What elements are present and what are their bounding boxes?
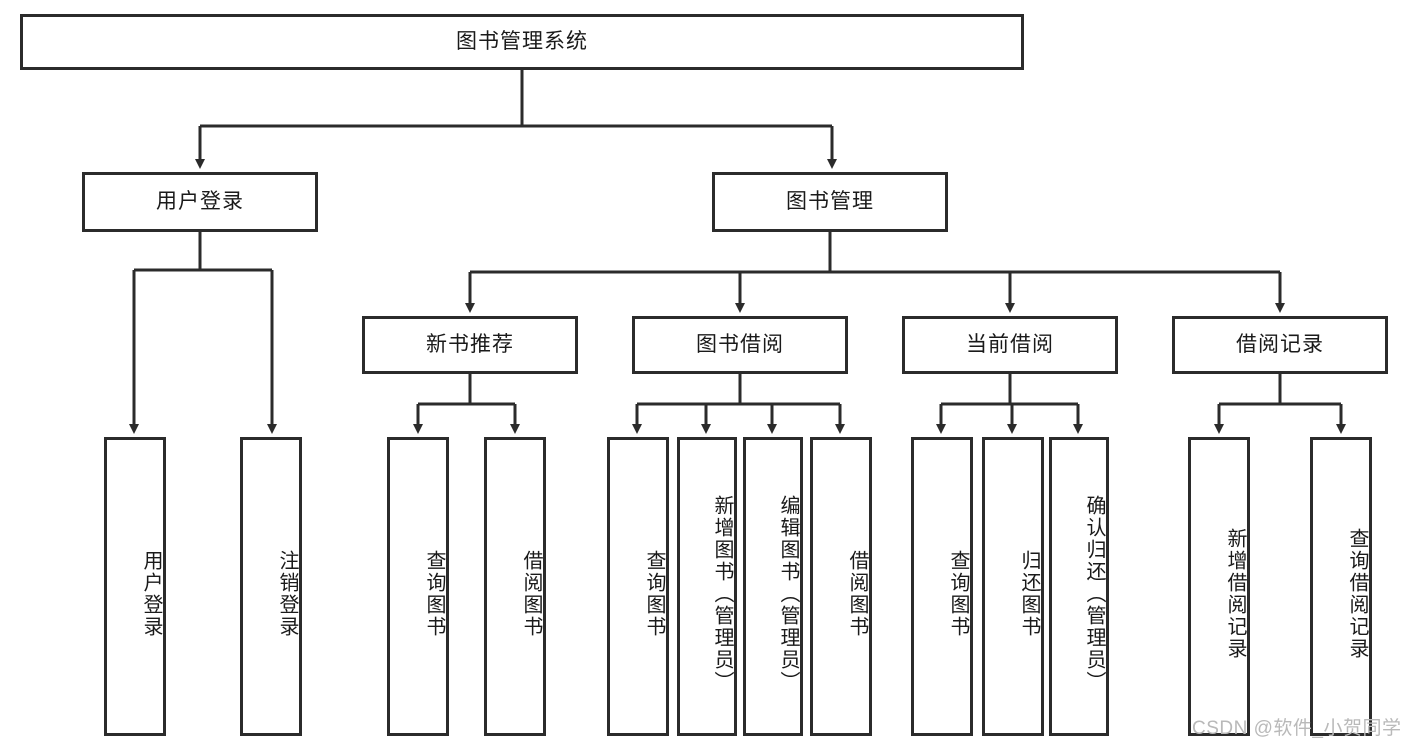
node-book-management-system[interactable]: 图书管理系统	[20, 14, 1024, 70]
node-label: 归还图书	[1018, 549, 1040, 638]
node-leaf-query-book-recommend[interactable]: 查询图书	[387, 437, 449, 736]
node-label: 图书管理	[786, 190, 874, 214]
node-label: 借阅记录	[1236, 333, 1324, 357]
node-current-borrow[interactable]: 当前借阅	[902, 316, 1118, 374]
node-book-management[interactable]: 图书管理	[712, 172, 948, 232]
node-label: 用户登录	[140, 549, 162, 638]
node-label: 借阅图书	[846, 549, 868, 638]
node-label: 用户登录	[156, 190, 244, 214]
node-leaf-query-borrow-record[interactable]: 查询借阅记录	[1310, 437, 1372, 736]
node-book-borrow[interactable]: 图书借阅	[632, 316, 848, 374]
node-label: 确认归还（管理员）	[1083, 494, 1105, 693]
node-borrow-record[interactable]: 借阅记录	[1172, 316, 1388, 374]
node-label: 借阅图书	[520, 549, 542, 638]
node-label: 新增借阅记录	[1224, 527, 1246, 660]
node-label: 查询图书	[423, 549, 445, 638]
node-label: 编辑图书（管理员）	[777, 494, 799, 693]
node-label: 新书推荐	[426, 333, 514, 357]
node-label: 图书管理系统	[456, 30, 588, 54]
node-leaf-user-login[interactable]: 用户登录	[104, 437, 166, 736]
node-leaf-borrow-book-recommend[interactable]: 借阅图书	[484, 437, 546, 736]
node-user-login[interactable]: 用户登录	[82, 172, 318, 232]
node-label: 注销登录	[276, 549, 298, 638]
node-leaf-add-borrow-record[interactable]: 新增借阅记录	[1188, 437, 1250, 736]
node-leaf-borrow-book[interactable]: 借阅图书	[810, 437, 872, 736]
node-leaf-query-book-borrow[interactable]: 查询图书	[607, 437, 669, 736]
node-new-book-recommend[interactable]: 新书推荐	[362, 316, 578, 374]
node-label: 查询图书	[947, 549, 969, 638]
node-label: 查询借阅记录	[1346, 527, 1368, 660]
node-label: 查询图书	[643, 549, 665, 638]
node-leaf-add-book-admin[interactable]: 新增图书（管理员）	[677, 437, 737, 736]
node-leaf-return-book[interactable]: 归还图书	[982, 437, 1044, 736]
node-leaf-logout-login[interactable]: 注销登录	[240, 437, 302, 736]
node-label: 图书借阅	[696, 333, 784, 357]
node-label: 当前借阅	[966, 333, 1054, 357]
node-leaf-query-book-current[interactable]: 查询图书	[911, 437, 973, 736]
node-label: 新增图书（管理员）	[711, 494, 733, 693]
node-leaf-confirm-return-admin[interactable]: 确认归还（管理员）	[1049, 437, 1109, 736]
watermark-text: CSDN @软件_小贺同学	[1192, 718, 1402, 739]
node-leaf-edit-book-admin[interactable]: 编辑图书（管理员）	[743, 437, 803, 736]
